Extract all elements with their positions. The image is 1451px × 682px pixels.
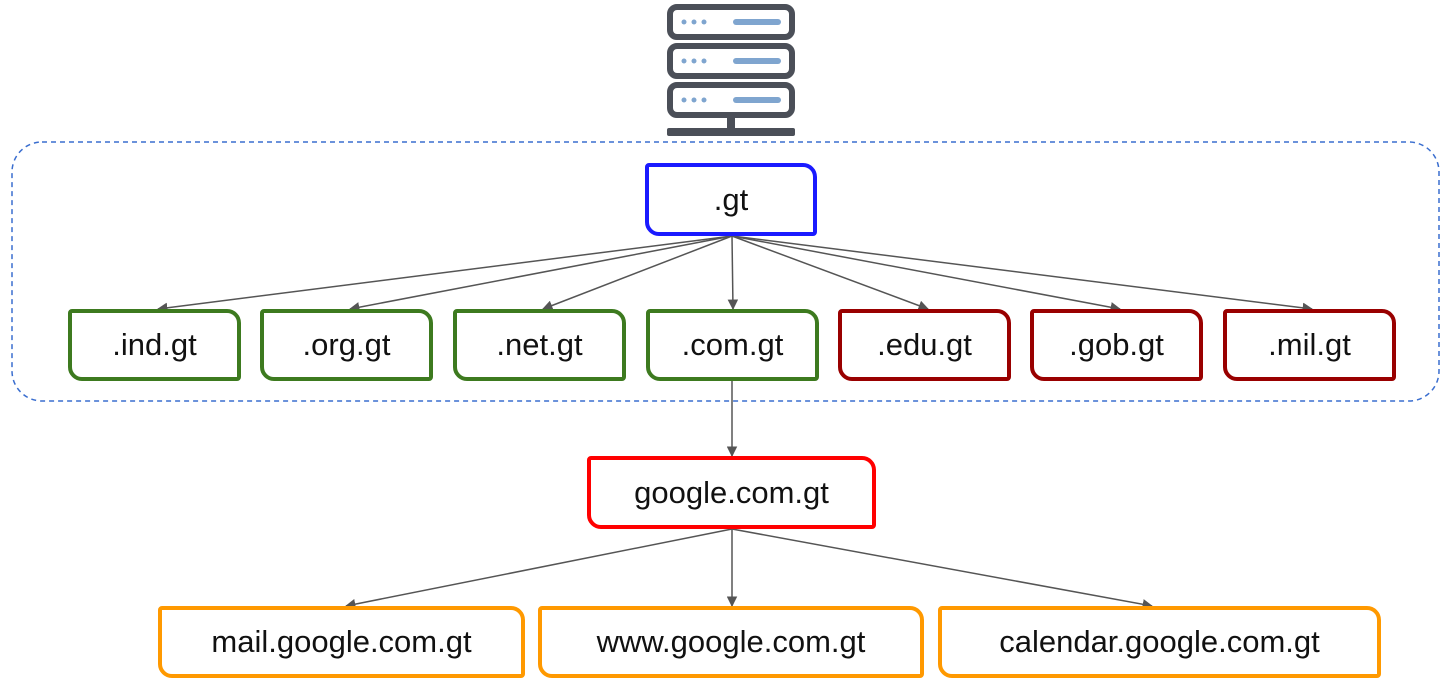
sld-node-ind: .ind.gt <box>68 309 241 381</box>
edges <box>156 235 1314 610</box>
edge-tld-to-sld-1 <box>348 235 733 313</box>
sld-label: .net.gt <box>496 327 583 362</box>
subdomain-node-www: www.google.com.gt <box>538 606 924 678</box>
server-icon <box>667 4 795 136</box>
sld-label: .gob.gt <box>1069 327 1164 362</box>
tld-label: .gt <box>713 181 749 217</box>
server-led <box>681 19 687 25</box>
sld-node-net: .net.gt <box>453 309 626 381</box>
server-led <box>691 97 697 103</box>
server-led <box>691 58 697 64</box>
sld-label: .edu.gt <box>877 327 972 362</box>
sld-label: .org.gt <box>302 327 391 362</box>
edge-tld-to-sld-0 <box>156 235 733 314</box>
sld-node-mil: .mil.gt <box>1223 309 1396 381</box>
subdomain-node-calendar: calendar.google.com.gt <box>938 606 1381 678</box>
sld-label: .mil.gt <box>1268 327 1351 362</box>
server-bar <box>733 58 781 64</box>
tld-node-gt: .gt <box>645 163 817 236</box>
sld-node-com: .com.gt <box>646 309 819 381</box>
domain-label: google.com.gt <box>634 474 829 510</box>
server-stand <box>727 118 735 128</box>
server-led <box>701 19 707 25</box>
server-led <box>681 58 687 64</box>
edge-domain-to-subdomain-0 <box>344 528 733 610</box>
server-led <box>701 58 707 64</box>
server-unit-1 <box>667 4 795 40</box>
domain-node-google: google.com.gt <box>587 456 876 529</box>
server-led <box>681 97 687 103</box>
gt-zone-boundary <box>11 141 1440 402</box>
sld-node-gob: .gob.gt <box>1030 309 1203 381</box>
server-base <box>667 128 795 136</box>
edge-tld-to-sld-2 <box>542 235 733 311</box>
subdomain-node-mail: mail.google.com.gt <box>158 606 525 678</box>
sld-node-edu: .edu.gt <box>838 309 1011 381</box>
server-bar <box>733 97 781 103</box>
edge-tld-to-sld-4 <box>731 235 929 311</box>
server-led <box>701 97 707 103</box>
edge-tld-to-sld-5 <box>731 235 1122 313</box>
edge-domain-to-subdomain-2 <box>731 528 1154 610</box>
server-unit-3 <box>667 82 795 118</box>
sld-node-org: .org.gt <box>260 309 433 381</box>
sld-label: .ind.gt <box>112 327 197 362</box>
sld-label: .com.gt <box>681 327 784 362</box>
subdomain-label: mail.google.com.gt <box>211 624 472 659</box>
edge-tld-to-sld-6 <box>731 235 1314 314</box>
subdomain-label: www.google.com.gt <box>596 624 866 659</box>
edge-tld-to-sld-3 <box>727 235 739 311</box>
subdomain-label: calendar.google.com.gt <box>999 624 1320 659</box>
server-led <box>691 19 697 25</box>
server-unit-2 <box>667 43 795 79</box>
server-bar <box>733 19 781 25</box>
